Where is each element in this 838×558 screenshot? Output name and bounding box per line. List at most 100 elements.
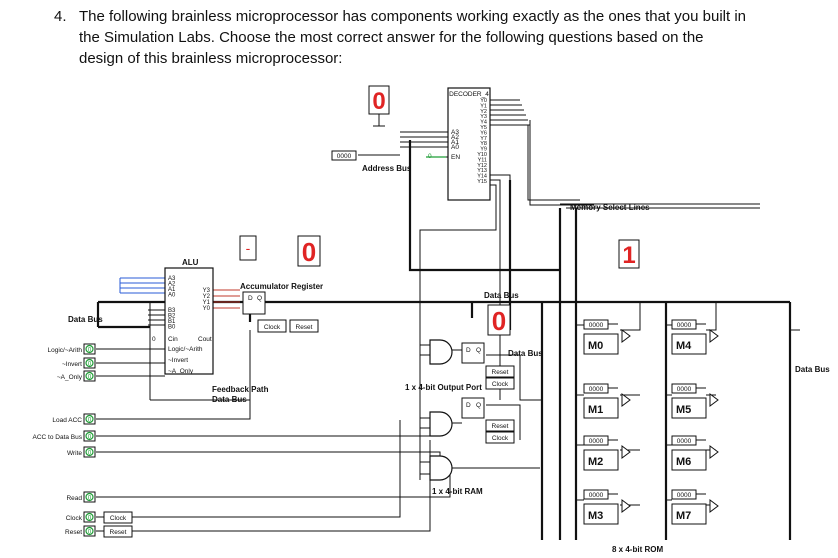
- question-number: 4.: [54, 8, 67, 25]
- accumulator-display: 0: [297, 235, 321, 267]
- left-clock-label: Clock: [110, 515, 127, 522]
- out-pin-d: D: [466, 347, 471, 354]
- memory-value-6: 0000: [677, 438, 692, 445]
- decoder-output-0: Y0: [480, 98, 487, 104]
- data-bus-mid-label: Data Bus: [508, 349, 543, 358]
- alu-cin-label: Cin: [168, 336, 178, 343]
- output-port-label: 1 x 4-bit Output Port: [405, 383, 482, 392]
- ram-pin-q: Q: [476, 402, 481, 409]
- decoder-output-4: Y4: [480, 120, 487, 126]
- control-value-5: 0: [88, 451, 92, 457]
- output-reset-label: Reset: [492, 369, 509, 376]
- alu-y-1: Y2: [203, 294, 211, 300]
- control-label-2: ~A_Only: [57, 374, 83, 381]
- decoder-output-15: Y15: [477, 179, 487, 185]
- question-line-3: design of this brainless microprocessor:: [79, 50, 343, 67]
- memory-label-5: M5: [676, 404, 691, 416]
- output-digit: 0: [492, 306, 506, 336]
- control-input-1[interactable]: ~Invert 0: [62, 357, 96, 369]
- address-bus-label: Address Bus: [362, 164, 412, 173]
- control-input-7[interactable]: Clock 0: [66, 511, 96, 523]
- control-value-3: 0: [88, 418, 92, 424]
- accumulator-digit: 0: [302, 237, 316, 267]
- alu-cout-label: Cout: [198, 336, 212, 343]
- cin-value: 0: [152, 336, 156, 343]
- ram-clock-button[interactable]: Clock: [485, 431, 515, 444]
- decoder-output-1: Y1: [480, 103, 487, 109]
- alu-ctrl-2: ~A_Only: [168, 368, 194, 375]
- feedback-data-bus-label: Data Bus: [212, 395, 247, 404]
- output-clock-button[interactable]: Clock: [485, 377, 515, 390]
- ram-reset-label: Reset: [492, 423, 509, 430]
- enable-value: 0: [428, 153, 432, 160]
- ram-reset-button[interactable]: Reset: [485, 419, 515, 432]
- memory-value-0: 0000: [589, 322, 604, 329]
- control-value-1: 0: [88, 362, 92, 368]
- data-bus-left-label: Data Bus: [68, 315, 103, 324]
- alu-a-0: A3: [168, 276, 176, 282]
- acc-clock-button[interactable]: Clock: [257, 319, 287, 333]
- rom-memory: 0000M00000M10000M20000M30000M40000M50000…: [583, 319, 719, 525]
- left-reset-button[interactable]: Reset: [103, 525, 133, 538]
- output-display: 0: [487, 304, 511, 336]
- alu-b-1: B2: [168, 314, 176, 320]
- address-display-digit: 0: [372, 88, 385, 115]
- decoder-output-3: Y3: [480, 114, 487, 120]
- control-label-1: ~Invert: [62, 361, 82, 368]
- and-gate-ram-load: [429, 411, 453, 437]
- decoder-input-4: EN: [451, 154, 460, 161]
- decoder-input-0: A3: [451, 129, 459, 136]
- left-clock-button[interactable]: Clock: [103, 511, 133, 524]
- and-gate-output: [429, 339, 453, 365]
- decoder-input-2: A1: [451, 139, 459, 146]
- alu-ctrl-1: ~Invert: [168, 357, 188, 364]
- svg-text:-: -: [246, 240, 251, 256]
- memory-label-3: M3: [588, 510, 603, 522]
- control-value-4: 0: [88, 435, 92, 441]
- alu-y-0: Y3: [203, 288, 211, 294]
- decoder-output-14: Y14: [477, 174, 487, 180]
- acc-reset-button[interactable]: Reset: [289, 319, 319, 333]
- control-value-0: 0: [88, 348, 92, 354]
- output-clock-label: Clock: [492, 381, 509, 388]
- output-reset-button[interactable]: Reset: [485, 365, 515, 378]
- memory-value-2: 0000: [589, 438, 604, 445]
- signal-wires: [96, 99, 800, 532]
- memory-select-display: 1: [618, 239, 640, 269]
- decoder-output-5: Y5: [480, 125, 487, 131]
- ram-latch: D Q: [461, 397, 485, 419]
- decoder-output-13: Y13: [477, 168, 487, 174]
- acc-pin-d: D: [248, 295, 253, 302]
- alu-y-2: Y1: [203, 300, 211, 306]
- memory-label-7: M7: [676, 510, 691, 522]
- control-label-7: Clock: [66, 515, 83, 522]
- control-input-4[interactable]: ACC to Data Bus 0: [33, 430, 96, 442]
- memory-value-4: 0000: [677, 322, 692, 329]
- memory-select-label: Memory Select Lines: [570, 203, 650, 212]
- alu-a-3: A0: [168, 293, 176, 299]
- decoder-input-3: A0: [451, 144, 459, 151]
- control-label-6: Read: [66, 495, 82, 502]
- alu-b-0: B3: [168, 308, 176, 314]
- control-label-4: ACC to Data Bus: [33, 434, 83, 441]
- control-value-7: 0: [88, 516, 92, 522]
- output-port-latch: D Q: [461, 342, 485, 364]
- ram-pin-d: D: [466, 402, 471, 409]
- acc-clock-label: Clock: [264, 324, 281, 331]
- memory-label-0: M0: [588, 340, 603, 352]
- decoder-output-6: Y6: [480, 130, 487, 136]
